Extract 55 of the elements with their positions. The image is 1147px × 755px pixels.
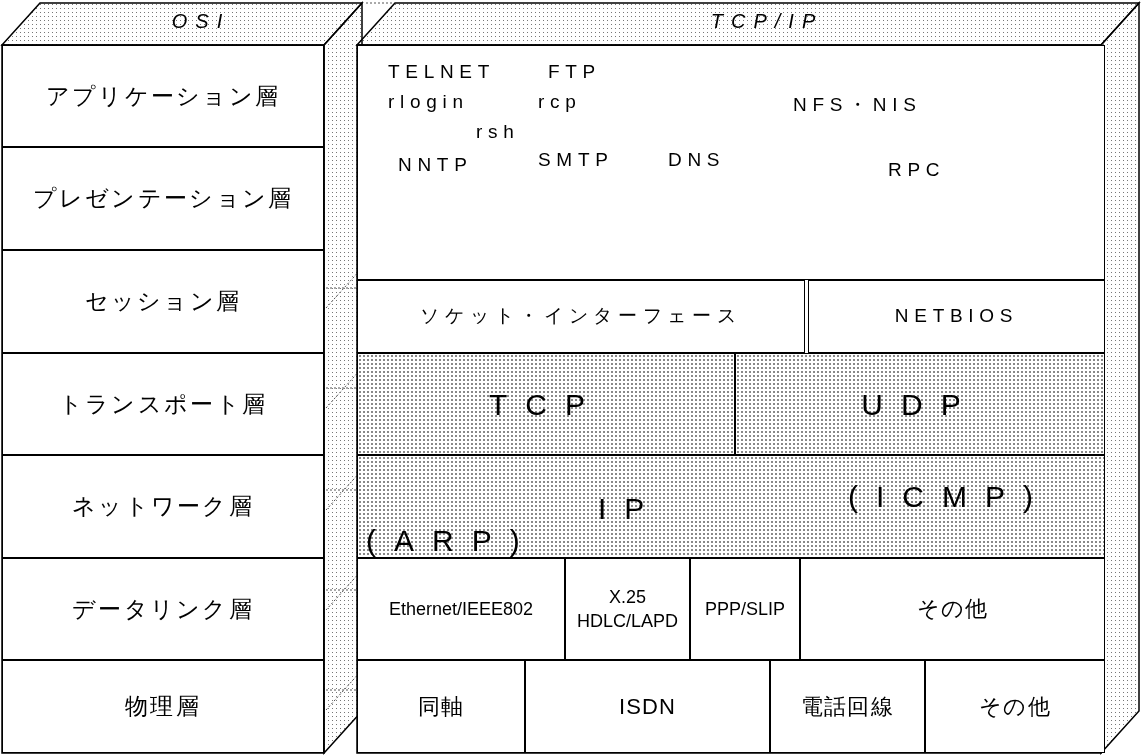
layer-box: [357, 660, 525, 753]
layer-box: [2, 455, 324, 558]
layer-box: [525, 660, 770, 753]
layer-box: [357, 558, 565, 660]
layer-box: [2, 353, 324, 455]
layer-box: [770, 660, 925, 753]
layer-label: ネットワーク層: [70, 492, 256, 522]
layer-label: 電話回線: [800, 693, 895, 720]
layer-label: その他: [978, 693, 1052, 720]
layer-label: 同軸: [416, 693, 466, 720]
layer-box: [357, 280, 805, 353]
layer-label: プレゼンテーション層: [31, 184, 295, 214]
layer-label: アプリケーション層: [44, 81, 282, 111]
layer-label: 物理層: [124, 692, 202, 722]
layer-label: X.25 HDLC/LAPD: [576, 586, 679, 633]
layer-box: [2, 147, 324, 250]
layer-box: [735, 353, 1105, 455]
layer-box: [690, 558, 800, 660]
layer-label: (ICMP): [848, 479, 1051, 515]
layer-label: データリンク層: [70, 594, 256, 624]
layer-box: [2, 250, 324, 353]
layer-label: TCP: [488, 386, 604, 423]
layer-label: ソケット・インターフェース: [419, 304, 743, 329]
layer-label: UDP: [860, 386, 980, 423]
layer-label: SMTP: [538, 148, 614, 172]
layer-label: rcp: [538, 90, 582, 114]
layer-label: PPP/SLIP: [703, 598, 786, 621]
layer-box: [808, 280, 1105, 353]
layer-label: (ARP): [366, 523, 538, 559]
layer-label: FTP: [548, 60, 601, 84]
layer-label: TELNET: [388, 60, 496, 84]
layer-label: Ethernet/IEEE802: [387, 598, 535, 621]
layer-label: RPC: [888, 158, 946, 182]
layer-label: ISDN: [618, 693, 677, 720]
layer-label: rlogin: [388, 90, 469, 114]
layer-box: [357, 353, 735, 455]
layer-label: NNTP: [398, 153, 473, 177]
layer-box: [357, 455, 1105, 558]
layer-box: [800, 558, 1105, 660]
layer-box: [565, 558, 690, 660]
layer-label: IP: [598, 491, 663, 527]
layer-label: NFS・NIS: [793, 93, 922, 117]
layer-box: [2, 660, 324, 753]
layer-box: [2, 558, 324, 660]
column-heading: OSI: [170, 9, 232, 34]
layer-box: [925, 660, 1105, 753]
layer-label: その他: [915, 596, 990, 622]
layer-label: NETBIOS: [893, 304, 1020, 329]
layer-box: [357, 45, 1105, 280]
layer-label: DNS: [668, 148, 726, 172]
layer-box: [2, 45, 324, 147]
column-heading: TCP/IP: [709, 9, 825, 34]
layer-label: rsh: [476, 120, 520, 144]
layer-label: トランスポート層: [57, 389, 269, 419]
layer-label: セッション層: [83, 287, 243, 317]
